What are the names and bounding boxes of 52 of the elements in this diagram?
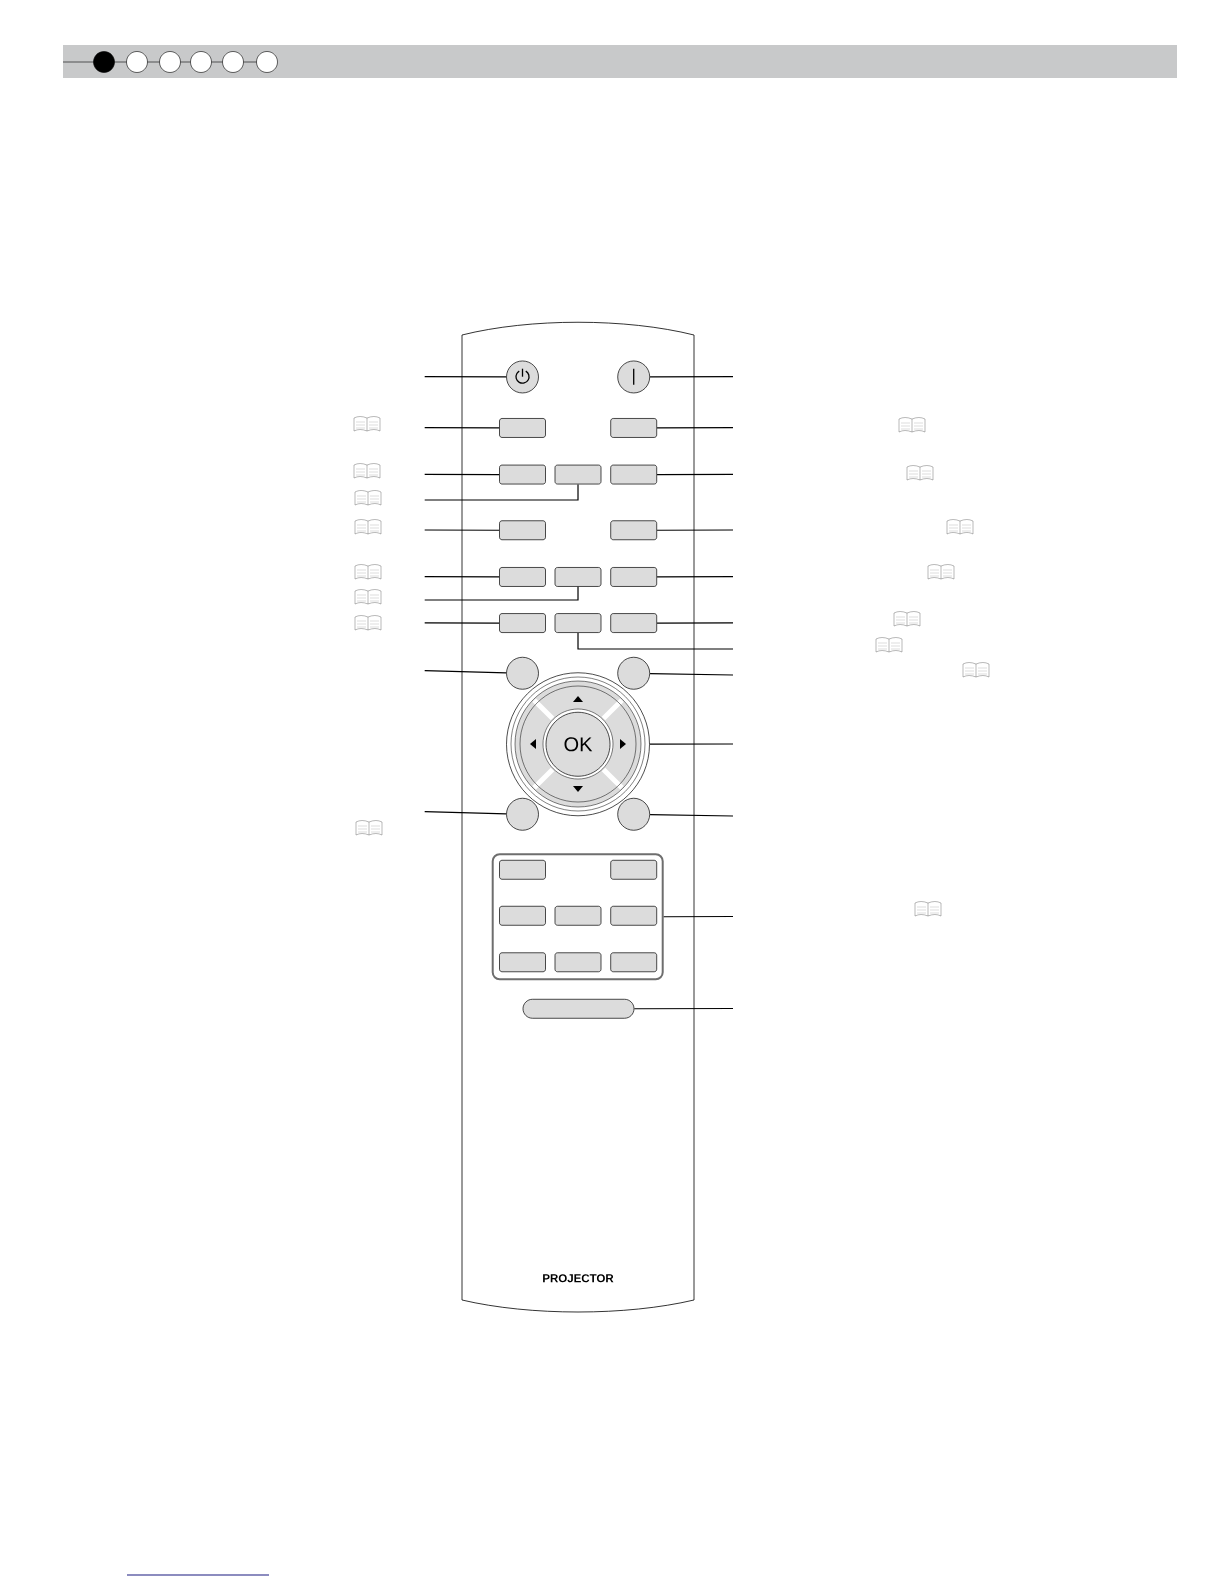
leader-line bbox=[656, 529, 734, 531]
leader-line bbox=[424, 586, 579, 601]
leader-line bbox=[424, 670, 507, 674]
leader-line bbox=[424, 473, 500, 476]
leader-line bbox=[424, 811, 507, 815]
leader-line bbox=[424, 529, 500, 531]
leader-line bbox=[656, 576, 734, 578]
remote-button bbox=[499, 464, 546, 485]
power-on-button bbox=[617, 360, 651, 394]
round-button bbox=[506, 797, 539, 831]
leader-line bbox=[424, 376, 507, 378]
remote-button bbox=[554, 464, 602, 485]
leader-line bbox=[649, 376, 734, 378]
remote-button bbox=[499, 952, 546, 973]
remote-button bbox=[610, 418, 658, 438]
leader-line bbox=[649, 672, 734, 676]
long-button bbox=[522, 998, 635, 1019]
remote-button bbox=[554, 613, 602, 633]
remote-button bbox=[610, 520, 658, 541]
leader-line bbox=[577, 632, 734, 650]
remote-button bbox=[610, 567, 658, 587]
leader-line bbox=[656, 473, 734, 476]
remote-button bbox=[610, 905, 658, 926]
remote-button bbox=[610, 952, 658, 973]
button-group-frame bbox=[491, 853, 664, 981]
remote-button bbox=[499, 520, 546, 541]
remote-button bbox=[499, 905, 546, 926]
leader-line bbox=[656, 427, 734, 429]
remote-button bbox=[610, 859, 658, 880]
remote-button bbox=[499, 567, 546, 587]
leader-line bbox=[656, 622, 734, 624]
leader-line bbox=[424, 483, 579, 501]
leader-line bbox=[663, 915, 734, 918]
remote-button bbox=[610, 464, 658, 485]
remote-button bbox=[499, 613, 546, 633]
leader-line bbox=[649, 743, 734, 745]
remote-button bbox=[554, 952, 602, 973]
leader-line bbox=[649, 813, 734, 817]
round-button bbox=[617, 656, 651, 690]
remote-button bbox=[554, 567, 602, 587]
round-button bbox=[506, 656, 539, 690]
remote-button bbox=[610, 613, 658, 633]
leader-line bbox=[633, 1007, 734, 1010]
round-button bbox=[617, 797, 651, 831]
leader-line bbox=[424, 427, 500, 429]
remote-button bbox=[554, 905, 602, 926]
remote-button bbox=[499, 418, 546, 438]
leader-line bbox=[424, 576, 500, 578]
leader-line bbox=[424, 622, 500, 624]
power-button bbox=[506, 360, 539, 394]
remote-button bbox=[499, 859, 546, 880]
ok-button: OK bbox=[545, 711, 611, 777]
